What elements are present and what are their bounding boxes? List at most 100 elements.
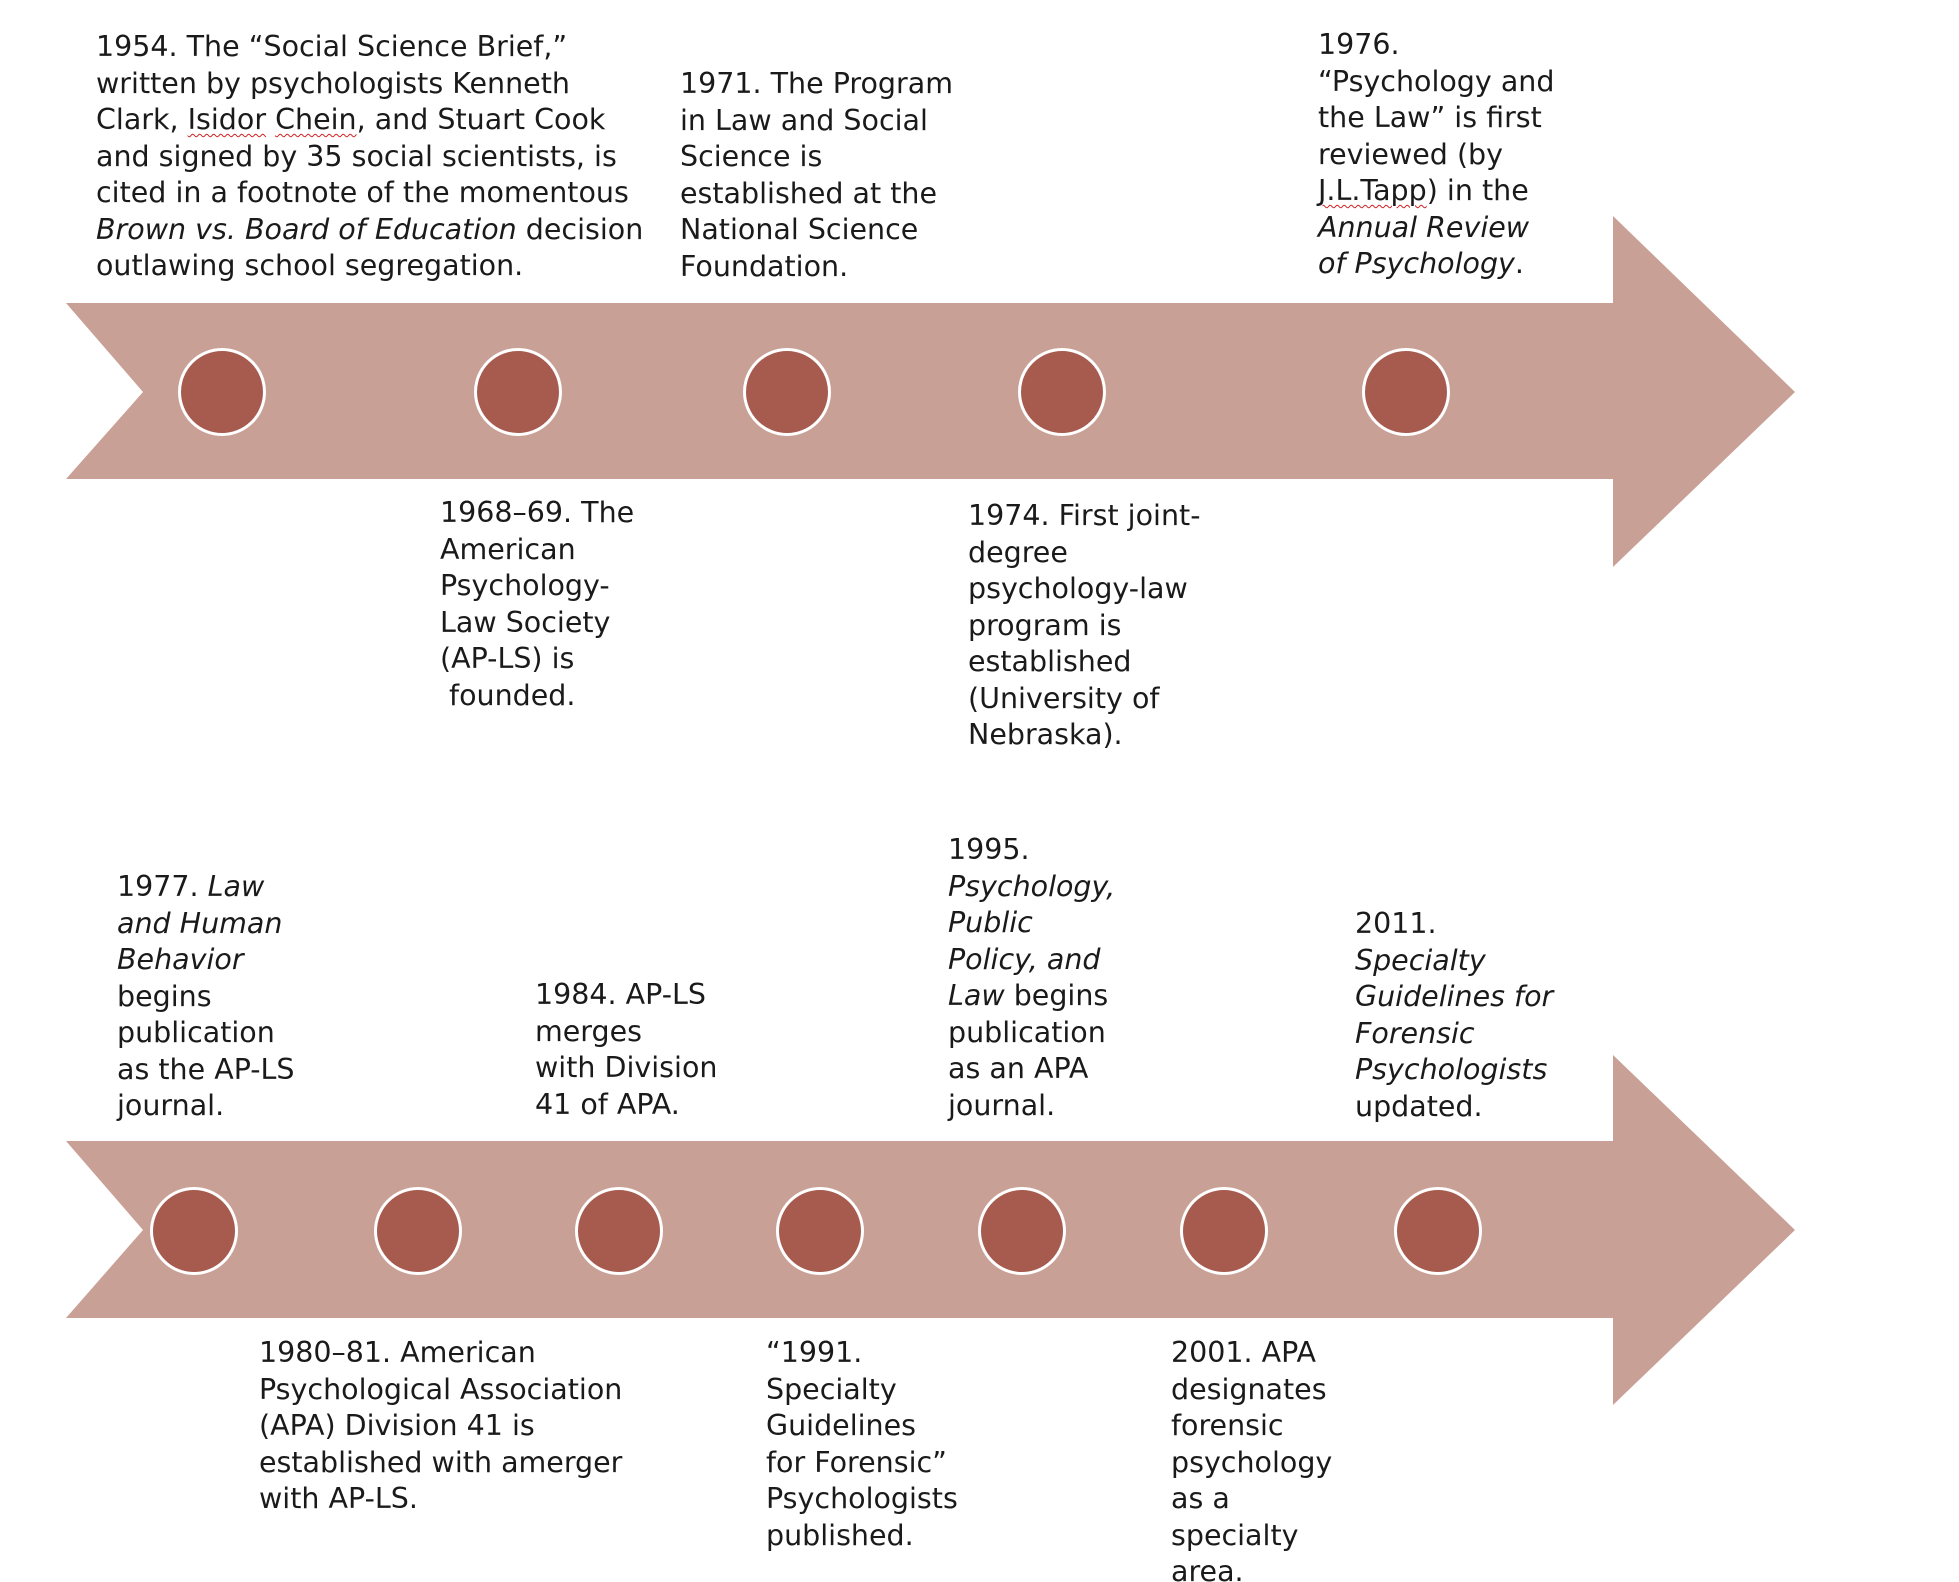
event-text-italic: Law xyxy=(207,870,265,903)
event-text-line: 1971. The Program xyxy=(680,66,953,103)
event-text: 1995. xyxy=(948,833,1030,866)
event-text-line: specialty xyxy=(1171,1518,1332,1555)
event-text-line: published. xyxy=(766,1518,958,1555)
event-text: 1980–81. American xyxy=(259,1336,536,1369)
event-text: (AP-LS) is xyxy=(440,642,575,675)
event-text-italic: Policy, and xyxy=(948,942,1101,976)
event-text: Foundation. xyxy=(680,249,849,283)
event-text-line: 1954. The “Social Science Brief,” xyxy=(96,29,643,66)
event-text-line: Psychological Association xyxy=(259,1372,622,1409)
event-text-line: Nebraska). xyxy=(968,717,1200,754)
event-text-line: publication xyxy=(948,1015,1115,1052)
event-text: ) in the xyxy=(1426,174,1529,207)
event-text-line: updated. xyxy=(1355,1089,1553,1126)
event-text: National Science xyxy=(680,213,919,246)
event-text-line: 2011. xyxy=(1355,906,1553,943)
event-text-line: for Forensic” xyxy=(766,1445,958,1482)
event-text: updated. xyxy=(1355,1089,1483,1123)
event-text: published. xyxy=(766,1518,914,1552)
event-text-line: established with amerger xyxy=(259,1445,622,1482)
event-text: J.L.Tapp xyxy=(1318,174,1427,207)
event-text: outlawing school segregation. xyxy=(96,249,524,282)
event-text: Chein xyxy=(275,103,357,136)
event-text-line: 1995. xyxy=(948,832,1115,869)
event-text: , and Stuart Cook xyxy=(356,103,606,136)
event-text: Law Society xyxy=(440,605,611,639)
event-text: Isidor xyxy=(187,103,267,136)
timeline-marker-1976 xyxy=(1362,348,1450,436)
event-text-line: 1974. First joint- xyxy=(968,498,1200,535)
event-text: 1974. First joint- xyxy=(968,499,1201,532)
event-text-line: Guidelines for xyxy=(1355,979,1553,1016)
event-text: decision xyxy=(516,212,644,246)
event-text-line: founded. xyxy=(440,678,634,715)
event-text-line: Forensic xyxy=(1355,1016,1553,1053)
event-note-1954: 1954. The “Social Science Brief,”written… xyxy=(96,29,643,285)
timeline-marker-1954 xyxy=(178,348,266,436)
event-text-line: 1968–69. The xyxy=(440,495,634,532)
timeline-marker-1980 xyxy=(374,1187,462,1275)
event-text-line: in Law and Social xyxy=(680,103,953,140)
event-text: 1976. xyxy=(1318,28,1400,61)
event-text: 1954. The “Social Science Brief,” xyxy=(96,30,568,63)
event-text-line: established xyxy=(968,644,1200,681)
timeline-marker-1984 xyxy=(575,1187,663,1275)
event-text-line: of Psychology. xyxy=(1318,246,1554,283)
event-text: 1977. xyxy=(117,870,208,903)
event-text-line: (APA) Division 41 is xyxy=(259,1408,622,1445)
event-text-line: outlawing school segregation. xyxy=(96,248,643,285)
event-text-line: Behavior xyxy=(117,942,295,979)
event-text-line: 2001. APA xyxy=(1171,1335,1332,1372)
event-text-line: as an APA xyxy=(948,1051,1115,1088)
event-text-line: Psychologists xyxy=(1355,1052,1553,1089)
event-text: forensic xyxy=(1171,1409,1284,1442)
event-text: merges xyxy=(535,1014,642,1048)
event-text: with Division xyxy=(535,1051,718,1084)
event-text-italic: and Human xyxy=(117,906,283,940)
event-text-line: “1991. xyxy=(766,1335,958,1372)
event-text-line: degree xyxy=(968,535,1200,572)
event-text: written by psychologists Kenneth xyxy=(96,66,570,100)
event-text: . xyxy=(1514,247,1524,280)
event-text: 1971. The Program xyxy=(680,67,953,100)
bottom-timeline-arrow xyxy=(66,1055,1795,1405)
event-text-line: (AP-LS) is xyxy=(440,641,634,678)
event-text-italic: Behavior xyxy=(117,943,244,976)
event-text-line: journal. xyxy=(948,1088,1115,1125)
event-text: Psychology- xyxy=(440,569,610,602)
timeline-marker-1968 xyxy=(474,348,562,436)
event-text-italic: Psychologists xyxy=(1355,1053,1548,1086)
event-text-line: area. xyxy=(1171,1554,1332,1582)
event-text-line: designates xyxy=(1171,1372,1332,1409)
event-text-line: Psychology, xyxy=(948,869,1115,906)
event-text-line: Specialty xyxy=(766,1372,958,1409)
event-text: in Law and Social xyxy=(680,103,928,137)
event-text-line: Guidelines xyxy=(766,1408,958,1445)
event-text-line: as a xyxy=(1171,1481,1332,1518)
event-text: Clark, xyxy=(96,103,188,136)
event-text-line: 1977. Law xyxy=(117,869,295,906)
event-text-line: program is xyxy=(968,608,1200,645)
event-text-line: 1984. AP-LS xyxy=(535,977,717,1014)
event-text-line: forensic xyxy=(1171,1408,1332,1445)
event-text-line: 1976. xyxy=(1318,27,1554,64)
event-text-line: Brown vs. Board of Education decision xyxy=(96,212,643,249)
event-text: Specialty xyxy=(766,1372,897,1406)
event-text-italic: Law xyxy=(948,979,1005,1012)
event-text-line: American xyxy=(440,532,634,569)
event-text-line: publication xyxy=(117,1015,295,1052)
timeline-marker-1977 xyxy=(150,1187,238,1275)
event-text: established with amerger xyxy=(259,1445,623,1479)
event-text-line: Psychology- xyxy=(440,568,634,605)
event-text: 41 of APA. xyxy=(535,1087,680,1121)
event-text-line: Specialty xyxy=(1355,943,1553,980)
event-text: the Law” is first xyxy=(1318,101,1542,134)
